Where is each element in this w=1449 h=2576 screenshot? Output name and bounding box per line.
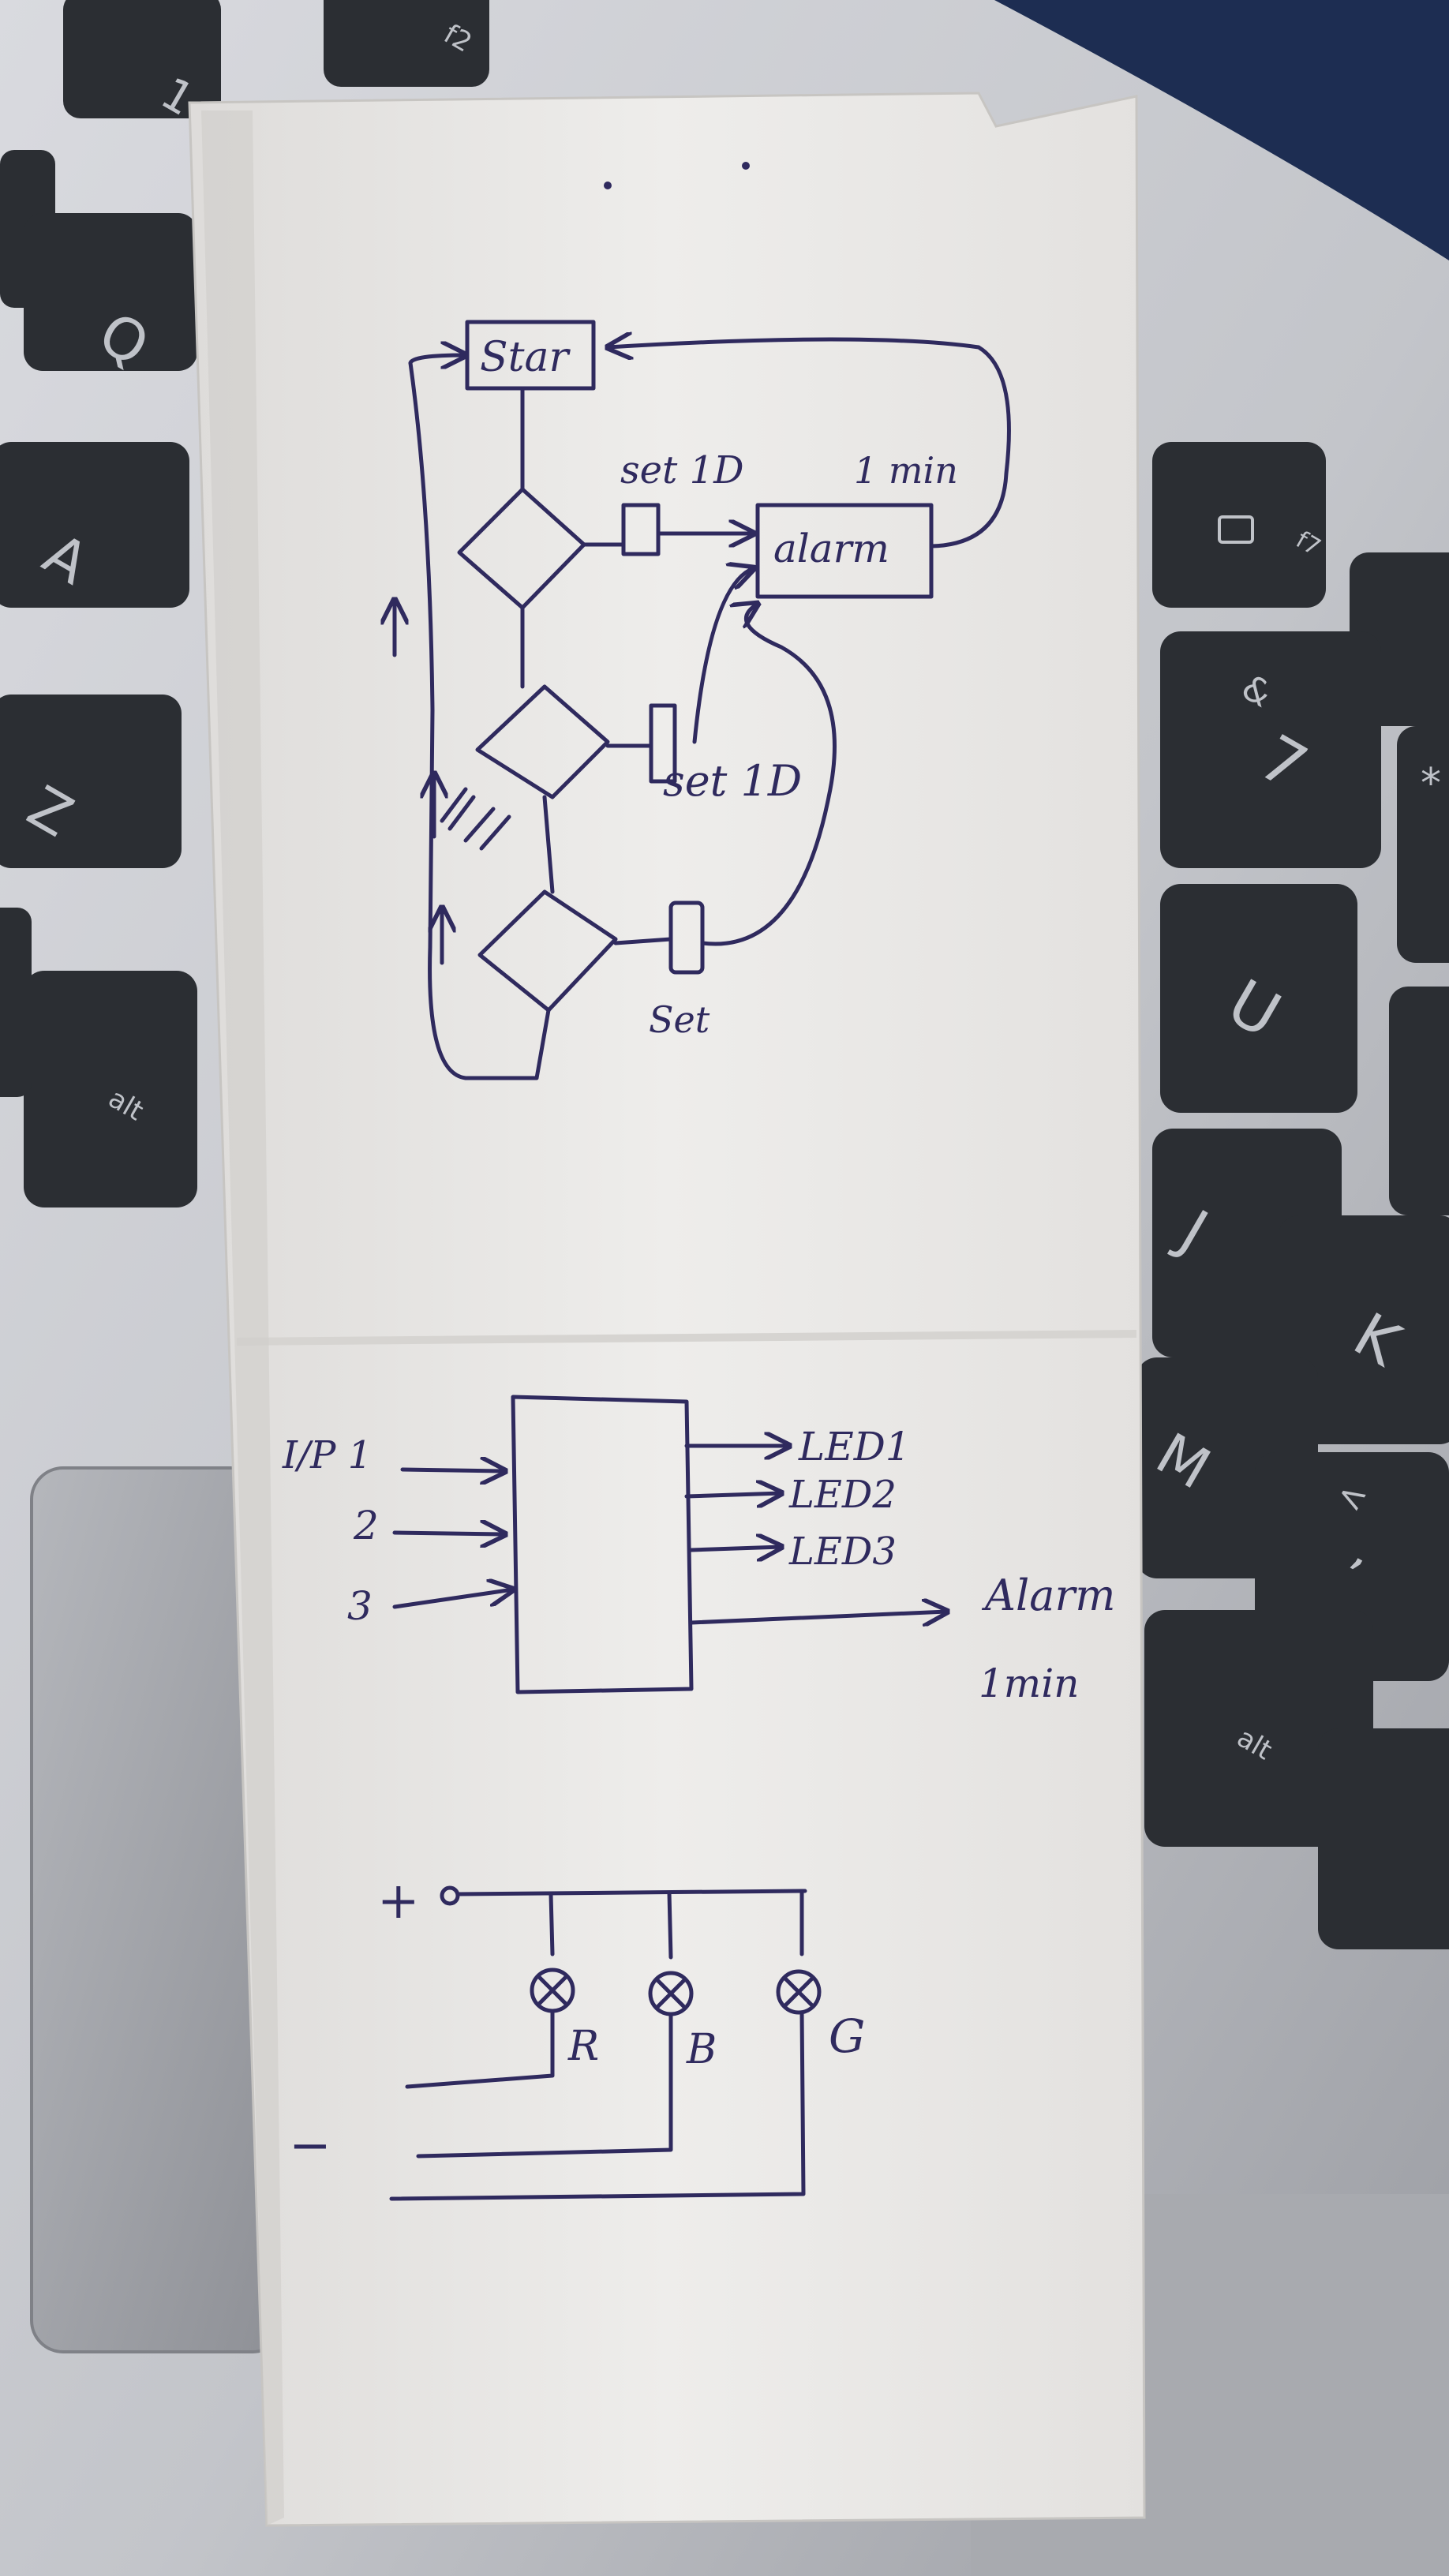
key-alt-left	[24, 971, 197, 1208]
set-block-1	[621, 503, 661, 556]
key-star-label: *	[1421, 760, 1441, 807]
left-keys: 1 f2 Q A Z alt	[0, 0, 489, 1208]
scribble	[440, 787, 511, 851]
key-ctrl	[0, 908, 32, 1097]
key-z	[0, 695, 182, 868]
lamp-b-label: B	[686, 2026, 717, 2073]
output-arrow-3	[689, 1547, 781, 1550]
key-i	[1389, 987, 1449, 1215]
input-label-3: 3	[347, 1583, 373, 1629]
output-label-2: LED2	[788, 1473, 897, 1517]
lamp-g-return	[389, 2010, 806, 2201]
arrow-to-alarm-2	[692, 568, 754, 744]
input-arrow-3	[392, 1589, 513, 1609]
lamp-r-cross	[536, 1974, 569, 2007]
key-f7	[1152, 442, 1326, 608]
lamp-b-cross	[654, 1977, 687, 2010]
paper-shadow	[201, 110, 284, 2525]
return-path	[408, 361, 468, 1080]
key-a	[0, 442, 189, 608]
ink-dot	[742, 162, 750, 170]
key-seven	[1160, 631, 1381, 868]
lamp-drop-r	[549, 1892, 555, 1956]
alarm-duration-label: 1min	[979, 1661, 1079, 1706]
paper-fold	[236, 1330, 1137, 1346]
output-label-1: LED1	[798, 1424, 911, 1470]
lamp-g-cross	[782, 1975, 815, 2009]
arrow-to-alarm-3	[700, 604, 837, 946]
lamp-b-return	[416, 2012, 673, 2159]
key-f7-icon	[1218, 515, 1254, 544]
lamp-r-label: R	[567, 2023, 599, 2070]
flowchart-sketch	[395, 320, 1011, 1080]
circuit-sketch	[389, 1885, 822, 2201]
set-label-1: set 1D	[620, 448, 744, 492]
key-k	[1279, 1215, 1449, 1444]
key-alt-right	[1144, 1610, 1373, 1847]
connector	[613, 937, 673, 945]
decision-diamond-2	[475, 684, 610, 799]
minus-label: −	[289, 2117, 331, 2175]
return-arrow-top	[408, 355, 466, 363]
set-label-3: Set	[649, 998, 710, 1041]
bottom-join	[463, 1008, 551, 1080]
key-eight	[1397, 726, 1449, 963]
key-q	[24, 213, 197, 371]
block-diagram-sketch	[392, 1395, 947, 1694]
input-label-1: I/P 1	[282, 1433, 372, 1477]
input-label-2: 2	[353, 1503, 379, 1548]
set-block-3	[668, 900, 705, 975]
key-f2	[324, 0, 489, 87]
plus-label: +	[377, 1872, 420, 1930]
alarm-output-label: Alarm	[981, 1571, 1115, 1620]
ink-dot	[604, 182, 612, 189]
key-menu	[1318, 1728, 1449, 1949]
key-u	[1160, 884, 1357, 1113]
set-label-2: set 1D	[663, 756, 802, 806]
alarm-label: alarm	[773, 526, 889, 571]
input-arrow-1	[400, 1470, 505, 1471]
supply-rail	[455, 1889, 807, 1896]
lamp-g	[776, 1969, 822, 2015]
output-arrow-2	[684, 1493, 781, 1496]
output-label-3: LED3	[788, 1530, 897, 1574]
output-arrow-alarm	[689, 1612, 947, 1623]
lamp-drop-b	[667, 1890, 673, 1960]
right-keys: f7 & 7 * U J K M < , alt	[1136, 442, 1449, 1949]
laptop-screen-edge	[994, 0, 1449, 260]
alarm-box	[755, 503, 934, 599]
start-label: Star	[480, 334, 571, 381]
loop-arrow	[608, 339, 1011, 549]
set-block-2	[649, 703, 677, 784]
input-arrow-2	[392, 1533, 505, 1534]
spine	[542, 795, 555, 894]
key-one	[63, 0, 221, 118]
lamp-g-label: G	[829, 2009, 865, 2063]
duration-label: 1 min	[854, 449, 958, 492]
lamp-r-return	[405, 2009, 555, 2089]
